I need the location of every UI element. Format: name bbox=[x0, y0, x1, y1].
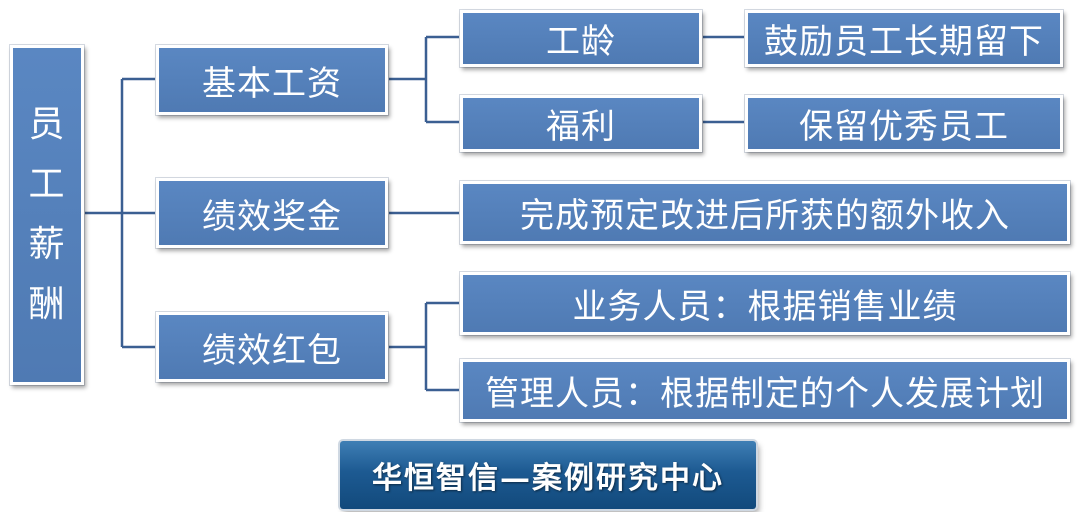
node-seniority: 工龄 bbox=[460, 10, 702, 67]
node-performance-bonus: 绩效奖金 bbox=[156, 178, 388, 248]
node-welfare-purpose: 保留优秀员工 bbox=[745, 95, 1063, 152]
node-bonus-description: 完成预定改进后所获的额外收入 bbox=[460, 181, 1070, 244]
node-performance-redpacket: 绩效红包 bbox=[156, 312, 388, 382]
root-char-1: 员 bbox=[28, 104, 66, 145]
root-char-3: 薪 bbox=[28, 224, 66, 265]
root-node: 员 工 薪 酬 bbox=[10, 45, 84, 385]
node-sales-staff: 业务人员：根据销售业绩 bbox=[460, 272, 1070, 335]
root-char-2: 工 bbox=[28, 164, 66, 205]
footer-banner: 华恒智信—案例研究中心 bbox=[340, 441, 756, 509]
node-management-staff: 管理人员：根据制定的个人发展计划 bbox=[460, 359, 1070, 422]
node-basic-salary: 基本工资 bbox=[156, 45, 388, 115]
node-welfare: 福利 bbox=[460, 95, 702, 152]
node-seniority-purpose: 鼓励员工长期留下 bbox=[745, 10, 1063, 67]
root-char-4: 酬 bbox=[28, 284, 66, 325]
